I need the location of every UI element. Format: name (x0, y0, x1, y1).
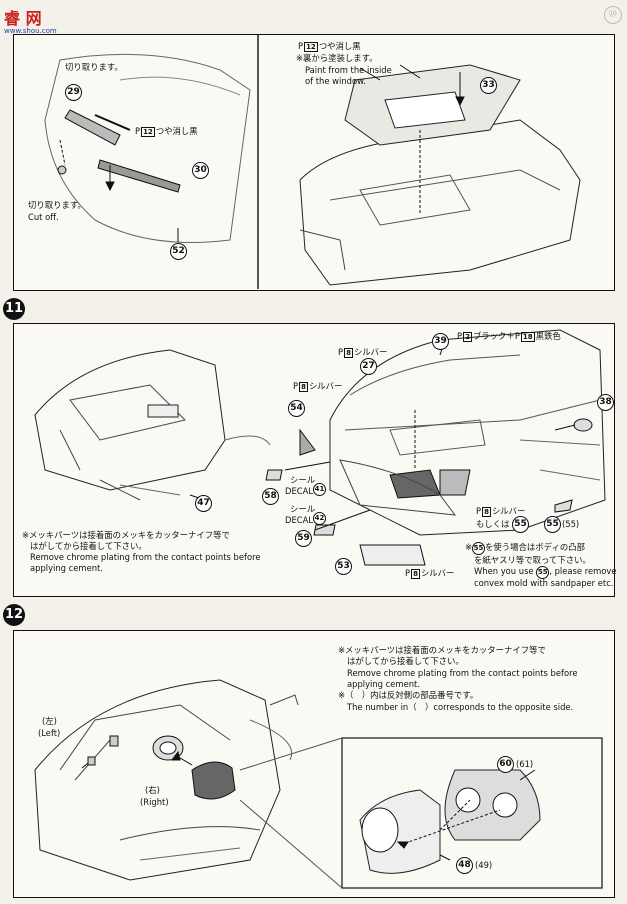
inside-paint-note-en-2: of the window. (305, 76, 366, 86)
opposite-side-note-en: The number in（ ）corresponds to the oppos… (347, 702, 574, 712)
decal-42: 42 (313, 512, 326, 525)
paint-code: 12 (141, 127, 155, 137)
part-55-ref: 55 (472, 542, 486, 555)
step-12-badge: 12 (3, 604, 25, 626)
right-label-en: (Right) (140, 797, 169, 807)
step11-panel (13, 323, 615, 597)
part-52: 52 (170, 243, 187, 260)
part-27: 27 (360, 358, 377, 375)
use55-note-en-1: When you use 55, please remove (474, 566, 617, 579)
decal-2-en: DECAL (285, 515, 313, 525)
part-58: 58 (262, 488, 279, 505)
paint-label: つや消し黒 (318, 41, 361, 51)
part-48: 48 (456, 857, 473, 874)
part-59: 59 (295, 530, 312, 547)
decal-41: 41 (313, 483, 326, 496)
inside-paint-note-jp: ※裏から塗装します。 (296, 53, 378, 63)
part-38: 38 (597, 394, 614, 411)
paint-code: 8 (299, 382, 308, 392)
chrome-note-jp-1: ※メッキパーツは接着面のメッキをカッターナイフ等で (22, 530, 230, 540)
part-55-a: 55 (512, 516, 529, 533)
note-text-2: , please remove (549, 566, 617, 576)
step10-panel (13, 34, 615, 291)
logo-title: 睿 网 (4, 9, 42, 28)
note-text: When you use (474, 566, 534, 576)
paint-label: ブラック＋ (472, 331, 515, 341)
side-or-label: もしくは (476, 519, 510, 529)
chrome-note-en-1: Remove chrome plating from the contact p… (30, 552, 261, 562)
paint-code: 8 (482, 507, 491, 517)
part-33: 33 (480, 77, 497, 94)
part-55-b: 55 (544, 516, 561, 533)
step-11-badge: 11 (3, 298, 25, 320)
chrome-note-3-en-1: Remove chrome plating from the contact p… (347, 668, 578, 678)
part-55-ref-2: 55 (536, 566, 550, 579)
note-prefix: ※ (465, 542, 473, 552)
inside-paint-note-en-1: Paint from the inside (305, 65, 392, 75)
wiper-arm-29 (64, 109, 121, 146)
part-39: 39 (432, 333, 449, 350)
site-logo: 睿 网 www.shou.com (4, 5, 57, 35)
note-text: を使う場合はボディの凸部 (485, 542, 585, 552)
chrome-note-jp-2: はがしてから接着して下さい。 (30, 541, 147, 551)
part-29: 29 (65, 84, 82, 101)
decal-1-jp: シール (290, 475, 316, 485)
chrome-note-3-jp-2: はがしてから接着して下さい。 (347, 656, 464, 666)
paint-label-2: 黒鉄色 (535, 331, 561, 341)
decal-2-jp: シール (290, 504, 316, 514)
left-label-en: (Left) (38, 728, 61, 738)
chrome-note-3-en-2: applying cement. (347, 679, 420, 689)
part-47: 47 (195, 495, 212, 512)
left-label-jp: (左) (42, 716, 57, 726)
part-53: 53 (335, 558, 352, 575)
paint-label: シルバー (308, 381, 343, 391)
paint-code: 2 (463, 332, 472, 342)
right-label-jp: (右) (145, 785, 160, 795)
wiper-arm-30 (97, 159, 181, 193)
cut-off-bottom-en: Cut off. (28, 212, 59, 222)
paint-label: シルバー (491, 506, 526, 516)
paint-label: シルバー (353, 347, 388, 357)
chrome-note-3-jp-1: ※メッキパーツは接着面のメッキをカッターナイフ等で (338, 645, 546, 655)
part-60: 60 (497, 756, 514, 773)
part-55-paren: (55) (562, 519, 580, 529)
chrome-note-en-2: applying cement. (30, 563, 103, 573)
use55-note-en-2: convex mold with sandpaper etc. (474, 578, 614, 588)
cut-off-top-label: 切り取ります。 (65, 62, 123, 72)
part-61-paren: (61) (516, 759, 534, 769)
faint-step-number: ⑩ (604, 6, 622, 24)
cut-off-bottom-jp: 切り取ります。 (28, 200, 86, 210)
logo-url: www.shou.com (4, 27, 57, 35)
decal-1-en: DECAL (285, 486, 313, 496)
part-54: 54 (288, 400, 305, 417)
part-30: 30 (192, 162, 209, 179)
paint-label: つや消し黒 (155, 126, 198, 136)
paint-code: 8 (411, 569, 420, 579)
part-49-paren: (49) (475, 860, 493, 870)
paint-code-2: 18 (520, 332, 535, 342)
opposite-side-note-jp: ※（ ）内は反対側の部品番号です。 (338, 690, 479, 700)
paint-code: 12 (304, 42, 318, 52)
paint-code: 8 (344, 348, 353, 358)
paint-label: シルバー (420, 568, 455, 578)
use55-note-jp-2: を紙ヤスリ等で取って下さい。 (474, 555, 591, 565)
